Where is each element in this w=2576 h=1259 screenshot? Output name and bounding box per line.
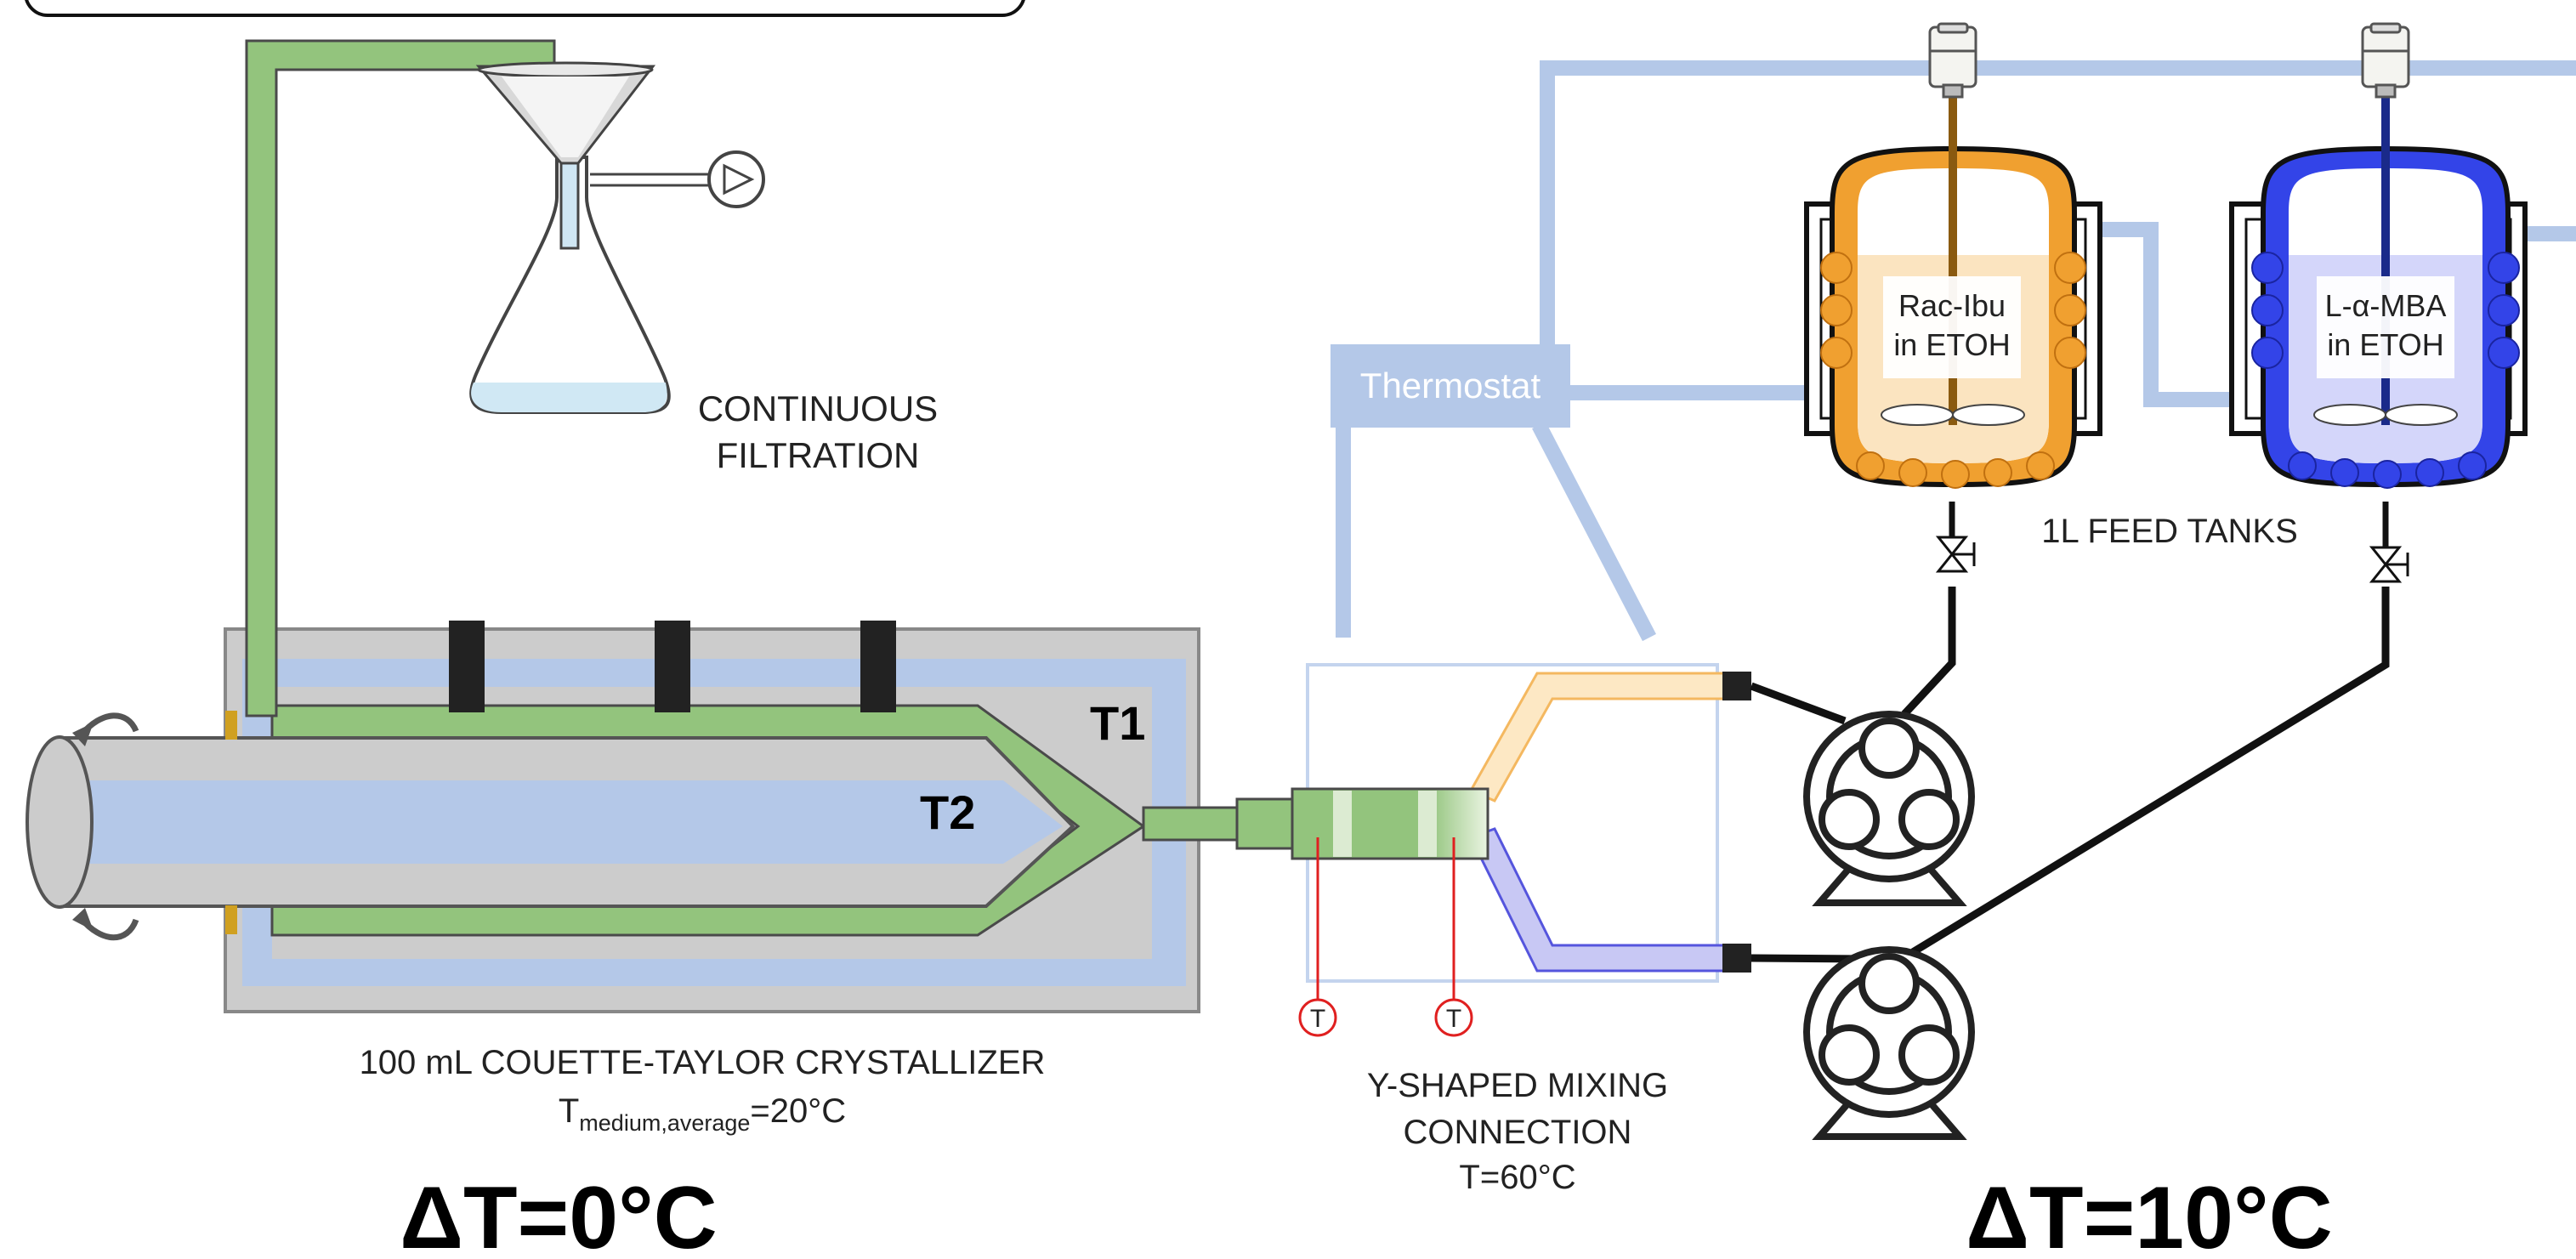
outlet-fitting [1235,797,1294,850]
feed-tank-1 [1804,94,2102,489]
port-2 [655,621,690,712]
feed-tank-2 [2229,94,2528,489]
tank-2-label-2: in ETOH [2327,327,2443,362]
y-mixer-body [1291,787,1489,860]
tank-1-label-2: in ETOH [1893,327,2010,362]
delta-t-left: ΔT=0°C [400,1169,718,1259]
sensor-1-label: T [1310,1005,1325,1033]
delta-t-right: ΔT=10°C [1966,1169,2332,1259]
sensor-2-icon [1434,998,1473,1037]
feed-lines [1750,587,2390,963]
y-branch-orange [1468,672,1728,802]
static-mixer-1 [1333,791,1352,857]
tank-1-label-1: Rac-Ibu [1898,288,2006,323]
mixing-label-3: T=60°C [1459,1159,1575,1196]
motor-1-icon [1928,22,1977,99]
outlet-tube [1142,806,1239,842]
filtration-label-2: FILTRATION [717,435,920,475]
tank-2-label-1: L-α-MBA [2325,288,2447,323]
top-left-box [25,0,1025,17]
filtration-label-1: CONTINUOUS [698,388,938,428]
crystallizer-temperature: Tmedium,average=20°C [559,1092,846,1136]
pump-1-icon [1803,711,1975,906]
mixing-label-2: CONNECTION [1404,1114,1632,1151]
rotor-core [60,780,1063,864]
inlet-plug-blue [1722,944,1751,973]
thermostat-lines [1336,60,2576,642]
crystallizer-title: 100 mL COUETTE-TAYLOR CRYSTALLIZER [360,1044,1046,1081]
temperature-sensors [1316,837,1455,999]
sensor-1-icon [1298,998,1337,1037]
feed-tanks-label: 1L FEED TANKS [2041,513,2298,550]
seal-bottom [225,905,237,934]
valve-2-icon [2369,546,2409,583]
thermostat-box [1331,344,1570,428]
filter-flask [469,61,765,414]
sensor-2-label: T [1446,1005,1461,1033]
motor-2-icon [2361,22,2410,99]
t1-label: T1 [1090,696,1145,750]
seal-top [225,711,237,740]
pump-2-icon [1803,946,1975,1140]
port-1 [449,621,485,712]
thermostat-label: Thermostat [1360,366,1541,405]
valve-1-icon [1935,536,1976,573]
t2-label: T2 [920,785,975,839]
rotor-end [26,735,94,909]
static-mixer-2 [1418,791,1437,857]
inlet-plug-orange [1722,672,1751,700]
mixing-label-1: Y-SHAPED MIXING [1367,1067,1668,1104]
port-3 [860,621,896,712]
y-branch-blue [1468,827,1728,973]
